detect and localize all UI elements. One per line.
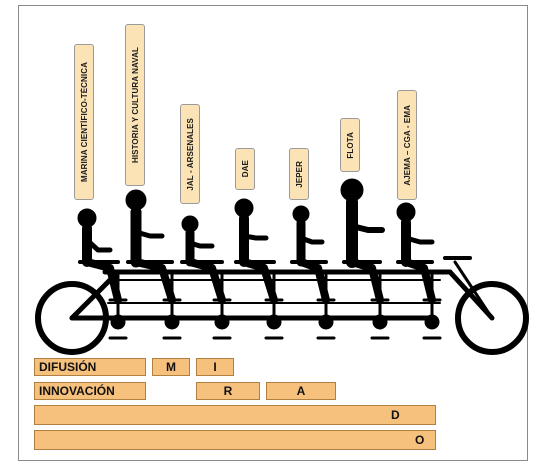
crank-6 bbox=[370, 270, 390, 340]
bar-r-label: R bbox=[223, 384, 233, 398]
bar-d-label: D bbox=[391, 408, 400, 422]
rider-label-historia: HISTORIA Y CULTURA NAVAL bbox=[125, 24, 145, 186]
rider-1 bbox=[77, 208, 122, 304]
rider-4 bbox=[234, 198, 278, 304]
bar-innovacion-label: INNOVACIÓN bbox=[39, 384, 115, 398]
bar-o-label: O bbox=[415, 433, 425, 447]
rider-5 bbox=[290, 205, 330, 304]
bar-difusion-label: DIFUSIÓN bbox=[39, 360, 97, 374]
bar-a: A bbox=[266, 382, 336, 400]
bar-d: D bbox=[34, 405, 436, 425]
rider-label-dae: DAE bbox=[235, 148, 255, 190]
front-wheel bbox=[455, 281, 529, 355]
bar-m-label: M bbox=[166, 360, 176, 374]
rider-label-ajema: AJEMA – CGA - EMA bbox=[397, 90, 417, 200]
rider-label-flota: FLOTA bbox=[340, 118, 360, 172]
bar-i: I bbox=[196, 358, 234, 376]
rider-6 bbox=[340, 178, 385, 304]
rider-3 bbox=[180, 215, 226, 304]
rider-label-jeper: JEPER bbox=[289, 148, 309, 200]
bar-r: R bbox=[196, 382, 260, 400]
bar-difusion: DIFUSIÓN bbox=[34, 358, 146, 376]
rider-label-marina: MARINA CIENTÍFICO-TÉCNICA bbox=[74, 44, 94, 200]
crank-7 bbox=[422, 270, 442, 340]
bar-i-label: I bbox=[213, 360, 217, 374]
rider-7 bbox=[396, 202, 436, 304]
bar-innovacion: INNOVACIÓN bbox=[34, 382, 146, 400]
rider-2 bbox=[125, 189, 176, 304]
rider-label-jal: JAL - ARSENALES bbox=[180, 104, 200, 204]
bar-a-label: A bbox=[296, 384, 306, 398]
bar-o: O bbox=[34, 430, 436, 450]
bar-m: M bbox=[152, 358, 190, 376]
